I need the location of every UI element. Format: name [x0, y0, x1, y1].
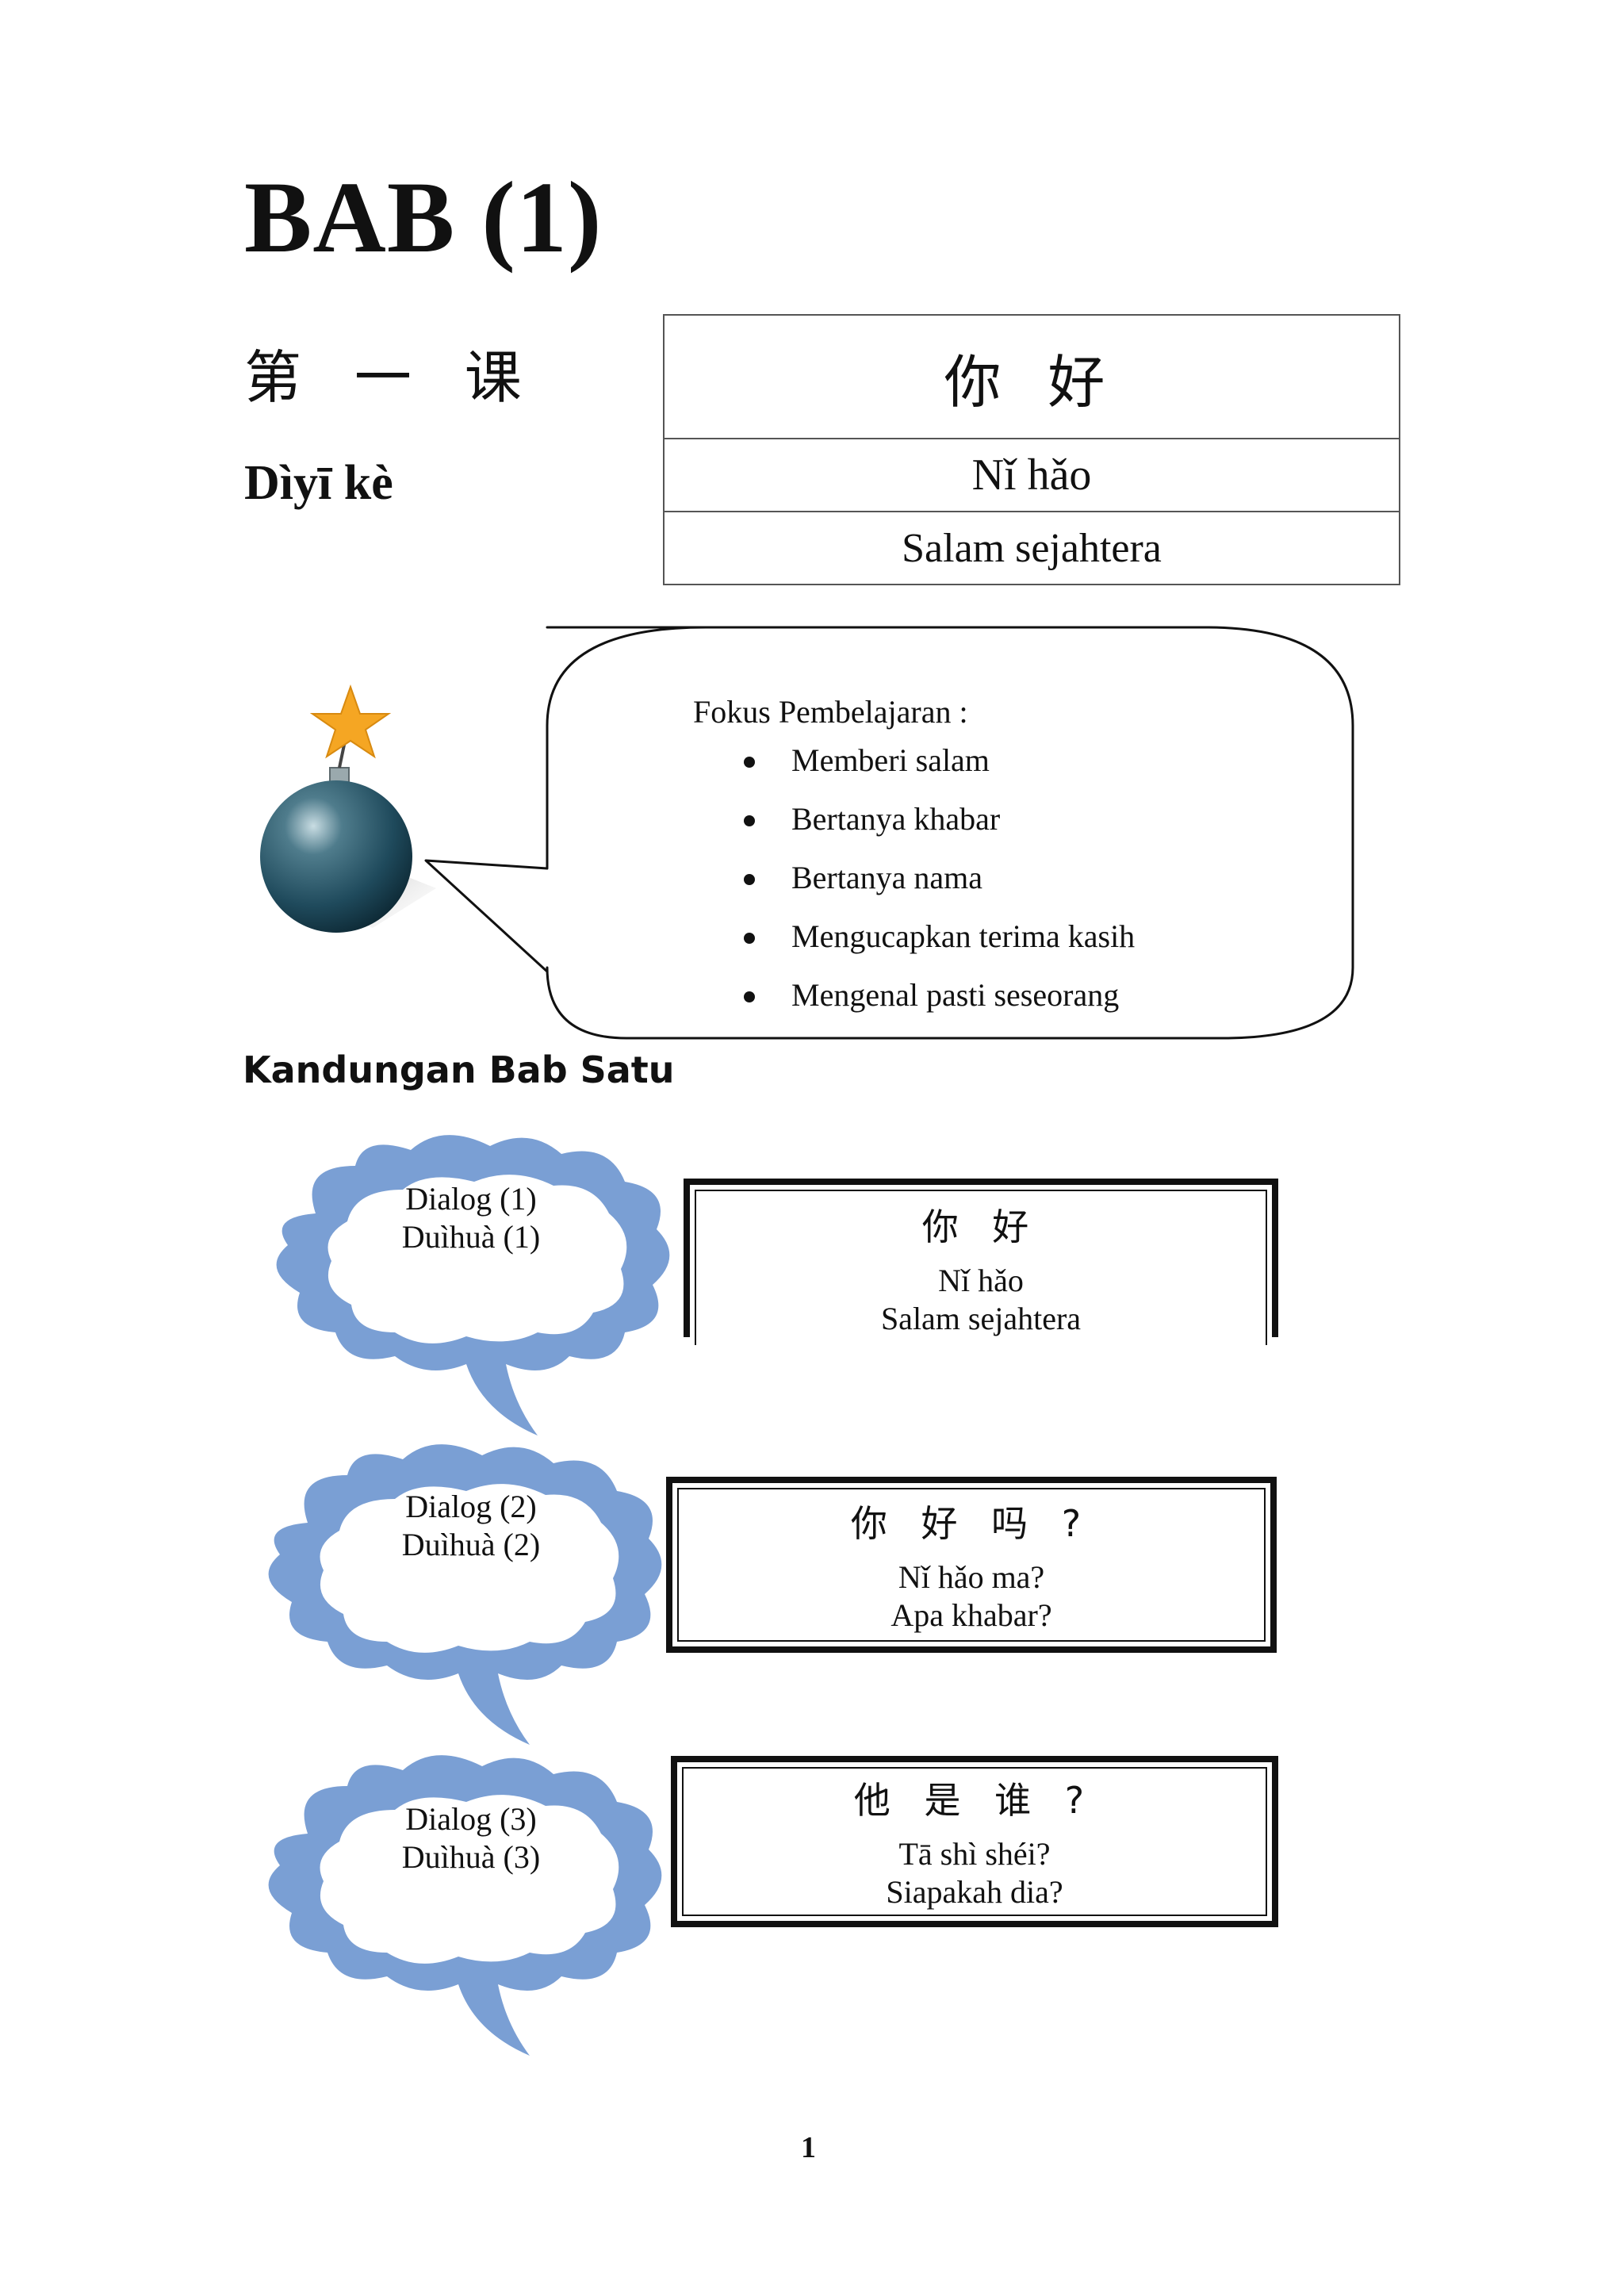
chapter-title: BAB (1) [244, 161, 603, 274]
page-number: 1 [801, 2131, 816, 2164]
dialog-title-chinese: 你 好 吗 ? [850, 1502, 1093, 1545]
dialog-title-chinese: 你 好 [921, 1205, 1040, 1248]
dialog-title-pinyin: Nǐ hǎo [938, 1263, 1024, 1298]
dialog-pinyin-label: Duìhuà (3) [401, 1839, 541, 1875]
lesson-title-pinyin: Nǐ hǎo [665, 439, 1399, 512]
star-icon [309, 684, 392, 759]
list-item: Memberi salam [693, 736, 1135, 795]
learning-focus-list: Memberi salam Bertanya khabar Bertanya n… [693, 736, 1135, 1029]
dialog-3-box: 他 是 谁 ? Tā shì shéi? Siapakah dia? [671, 1756, 1278, 1927]
dialog-1-box: 你 好 Nǐ hǎo Salam sejahtera [684, 1179, 1278, 1345]
dialog-label: Dialog (1) [405, 1181, 537, 1217]
lesson-number-pinyin: Dìyī kè [244, 456, 393, 510]
dialog-title-pinyin: Nǐ hǎo ma? [898, 1559, 1045, 1595]
dialog-pinyin-label: Duìhuà (2) [401, 1527, 541, 1562]
dialog-1-label: Dialog (1) Duìhuà (1) [352, 1180, 590, 1256]
dialog-2-label: Dialog (2) Duìhuà (2) [352, 1488, 590, 1564]
lesson-title-malay: Salam sejahtera [902, 525, 1162, 571]
dialog-title-chinese: 他 是 谁 ? [853, 1779, 1096, 1822]
dialog-title-malay: Apa khabar? [891, 1597, 1052, 1633]
dialog-title-malay: Salam sejahtera [880, 1301, 1082, 1336]
list-item: Mengucapkan terima kasih [693, 912, 1135, 971]
bomb-icon [260, 684, 436, 933]
dialog-label: Dialog (3) [405, 1801, 537, 1837]
list-item: Bertanya nama [693, 853, 1135, 912]
lesson-title-table: 你 好 Nǐ hǎo Salam sejahtera [663, 314, 1400, 585]
dialog-pinyin-label: Duìhuà (1) [401, 1219, 541, 1255]
learning-focus-title: Fokus Pembelajaran : [693, 694, 968, 730]
lesson-number-chinese: 第 一 课 [244, 344, 539, 411]
list-item: Bertanya khabar [693, 795, 1135, 853]
learning-focus: Fokus Pembelajaran : Memberi salam Berta… [693, 696, 1135, 1029]
lesson-title-chinese: 你 好 [665, 316, 1399, 439]
dialog-title-malay: Siapakah dia? [886, 1874, 1063, 1910]
dialog-3-label: Dialog (3) Duìhuà (3) [352, 1800, 590, 1876]
contents-heading: Kandungan Bab Satu [243, 1048, 675, 1091]
focus-speech-bubble [424, 626, 1354, 1040]
list-item: Mengenal pasti seseorang [693, 971, 1135, 1029]
dialog-2-box: 你 好 吗 ? Nǐ hǎo ma? Apa khabar? [666, 1477, 1277, 1653]
cloud-bubble-icon [268, 1755, 662, 2056]
cloud-bubble-icon [276, 1135, 670, 1435]
dialog-title-pinyin: Tā shì shéi? [898, 1836, 1051, 1872]
cloud-bubble-icon [268, 1444, 662, 1745]
dialog-label: Dialog (2) [405, 1489, 537, 1524]
